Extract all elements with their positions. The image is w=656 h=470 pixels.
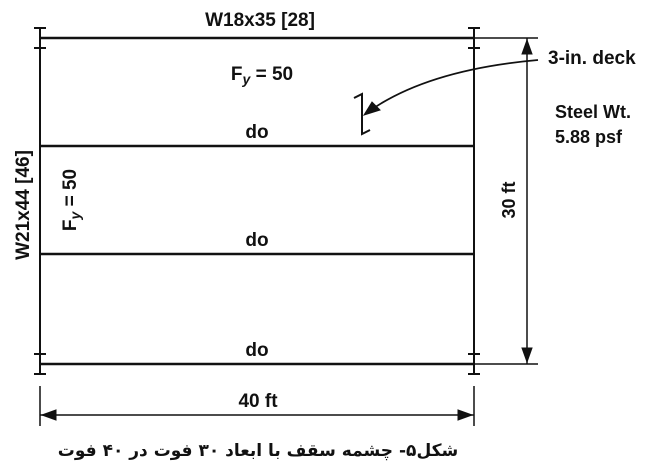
girder-label: W21x44 [46] xyxy=(13,150,34,260)
width-dimension-label: 40 ft xyxy=(238,391,278,412)
width-arrow-right xyxy=(457,409,474,421)
width-dimension xyxy=(39,386,475,426)
beam-label-1: do xyxy=(245,122,268,143)
beam-label-3: do xyxy=(245,340,268,361)
column-symbol-top-left xyxy=(34,27,46,49)
height-arrow-bottom xyxy=(521,347,533,364)
beam-label-2: do xyxy=(245,230,268,251)
top-beam-label: W18x35 [28] xyxy=(205,10,315,31)
column-symbol-bottom-left xyxy=(34,353,46,375)
height-dimension xyxy=(474,37,538,365)
deck-arrowhead xyxy=(362,101,381,116)
steel-weight-line1: Steel Wt. xyxy=(555,102,631,122)
fy-girder-label: Fy = 50 xyxy=(60,169,83,231)
deck-leader-arrow xyxy=(367,59,539,113)
deck-label: 3-in. deck xyxy=(548,48,636,69)
steel-weight-line2: 5.88 psf xyxy=(555,127,623,147)
height-arrow-top xyxy=(521,38,533,55)
deck-direction-symbol xyxy=(353,92,371,136)
fy-top-label: Fy = 50 xyxy=(231,64,293,87)
height-dimension-label: 30 ft xyxy=(499,181,519,218)
width-arrow-left xyxy=(40,409,57,421)
figure-caption: شکل۵- چشمه سقف با ابعاد ۳۰ فوت در ۴۰ فوت xyxy=(58,441,458,461)
